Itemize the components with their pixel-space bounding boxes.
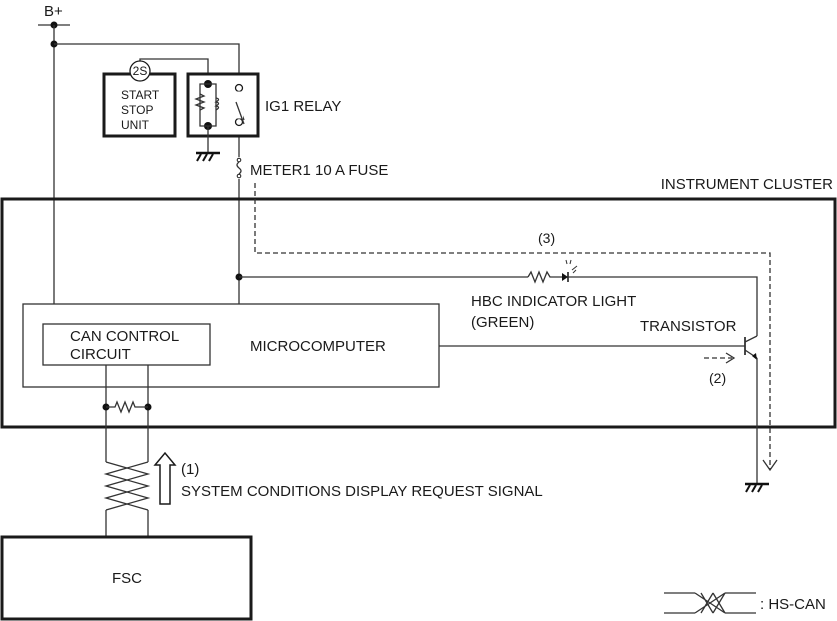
fuse-label: METER1 10 A FUSE — [250, 162, 388, 179]
switch-blade — [235, 101, 245, 125]
can-control-label-line1: CAN CONTROL — [70, 328, 179, 345]
relay-box — [186, 72, 260, 138]
can-control-circuit-box — [42, 323, 211, 366]
legend-twist-icon — [694, 592, 726, 614]
can-control-label-line2: CIRCUIT — [70, 346, 131, 363]
resistor-icon — [527, 270, 562, 284]
lamp-to-transistor-wire — [568, 276, 758, 336]
start-stop-unit-label-line3: UNIT — [121, 118, 150, 132]
terminal-2s-label: 2S — [133, 64, 148, 78]
start-stop-unit: 2S START STOP UNIT — [102, 58, 209, 138]
resistor-icon — [194, 93, 206, 111]
relay-supply-wire — [54, 43, 240, 304]
relay-coil-frame — [199, 83, 217, 127]
terminal-2s-icon — [129, 60, 151, 82]
legend-label: : HS-CAN — [760, 596, 826, 613]
fuse-icon — [236, 161, 242, 175]
switch-contact-icon — [234, 83, 244, 93]
led-indicator-light-icon — [562, 259, 578, 282]
ground-icon — [196, 151, 220, 162]
arrow-head-icon — [725, 352, 736, 364]
fsc-label: FSC — [112, 570, 142, 587]
start-stop-unit-label-line2: STOP — [121, 103, 153, 117]
fsc-box — [0, 535, 253, 621]
instrument-cluster-box — [0, 197, 837, 429]
twisted-pair-icon — [103, 461, 151, 511]
battery-label: B+ — [44, 3, 63, 20]
ground-icon — [745, 482, 769, 493]
start-stop-unit-label-line1: START — [121, 88, 160, 102]
current-flow-path-3 — [254, 183, 771, 470]
arrow-head-icon — [762, 459, 778, 472]
indicator-light-label: HBC INDICATOR LIGHT — [471, 293, 636, 310]
ig1-relay: IG1 RELAY — [186, 72, 341, 162]
step-1-label: (1) — [181, 461, 199, 478]
termination-resistor-icon — [106, 400, 148, 414]
battery-terminal: B+ — [38, 3, 70, 29]
relay-label: IG1 RELAY — [265, 98, 341, 115]
coil-icon — [214, 97, 220, 111]
transistor-label: TRANSISTOR — [640, 318, 737, 335]
signal-label: SYSTEM CONDITIONS DISPLAY REQUEST SIGNAL — [181, 483, 543, 500]
transistor-icon — [744, 335, 758, 360]
indicator-color-label: (GREEN) — [471, 314, 534, 331]
step-3-label: (3) — [538, 230, 555, 246]
legend-hs-can: : HS-CAN — [664, 592, 826, 614]
signal-arrow-1-icon — [153, 451, 177, 505]
switch-contact-icon — [234, 117, 244, 127]
instrument-cluster-label: INSTRUMENT CLUSTER — [661, 176, 833, 193]
fuse: METER1 10 A FUSE — [234, 157, 388, 179]
microcomputer-label: MICROCOMPUTER — [250, 338, 386, 355]
legend-wire-icon — [664, 592, 756, 614]
step-2-label: (2) — [709, 370, 726, 386]
